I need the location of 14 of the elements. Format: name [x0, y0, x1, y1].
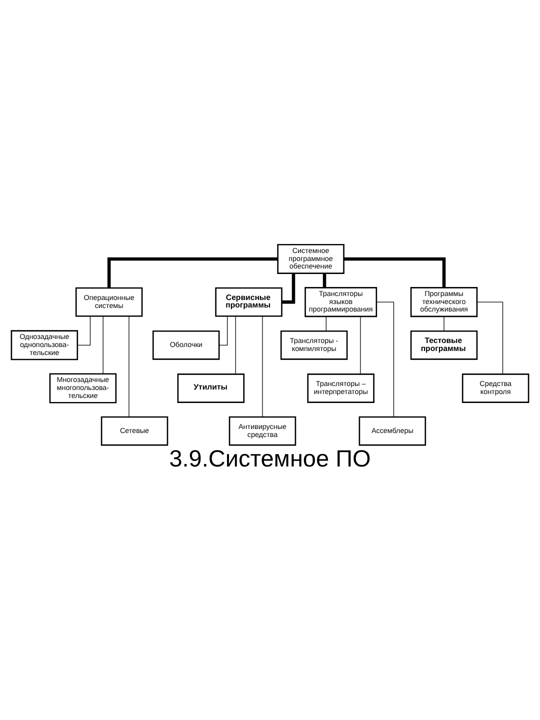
connector: [77, 315, 91, 345]
connector: [360, 316, 361, 374]
connector: [476, 301, 504, 374]
connector: [235, 315, 236, 374]
connector: [282, 273, 296, 304]
connector: [128, 315, 130, 417]
connector: [344, 256, 446, 287]
connector: [262, 315, 263, 417]
connector: [376, 301, 394, 417]
connector: [322, 273, 326, 287]
caption: 3.9.Системное ПО: [169, 444, 371, 471]
connector: [218, 315, 228, 345]
connector: [107, 256, 278, 288]
connector: [102, 315, 104, 374]
